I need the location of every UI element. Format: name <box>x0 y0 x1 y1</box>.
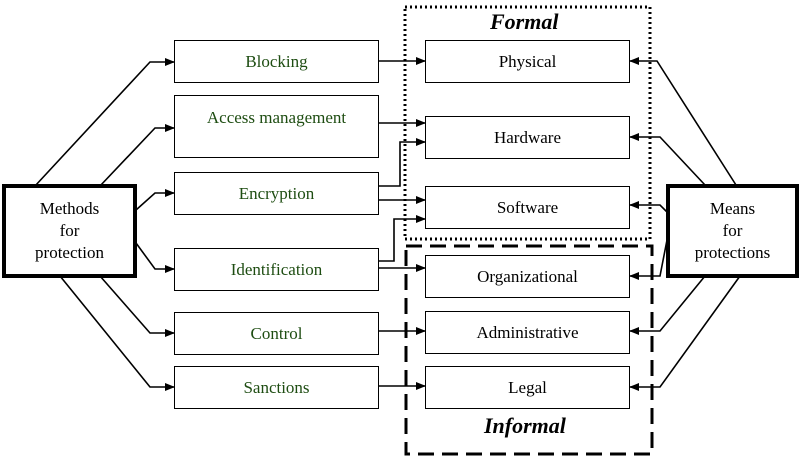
rhub-to-administrative-arrow <box>629 275 706 335</box>
hub-to-blocking-arrow <box>34 58 175 187</box>
formal-group-label: Formal <box>490 9 559 34</box>
right-hub-line3: protections <box>694 243 771 262</box>
hub-to-control-arrow <box>99 275 175 337</box>
means-physical: Physical <box>425 40 630 83</box>
methods-for-protection-box: Methods for protection <box>2 184 137 278</box>
means-for-protections-box: Means for protections <box>666 184 799 278</box>
identification-to-software-arrow <box>379 215 426 262</box>
left-hub-line1: Methods <box>39 199 100 218</box>
rhub-to-software-arrow <box>629 201 668 213</box>
hub-to-sanctions-arrow <box>59 275 175 391</box>
rhub-to-hardware-arrow <box>629 133 706 186</box>
right-hub-line1: Means <box>709 199 756 218</box>
hub-to-encryption-arrow <box>135 189 175 211</box>
method-control: Control <box>174 312 379 355</box>
means-hardware: Hardware <box>425 116 630 159</box>
rhub-to-legal-arrow <box>629 275 741 391</box>
means-administrative: Administrative <box>425 311 630 354</box>
left-hub-line3: protection <box>35 243 104 262</box>
informal-group-label: Informal <box>484 413 566 438</box>
hub-to-identification-arrow <box>135 242 175 273</box>
hub-to-access-arrow <box>99 124 175 187</box>
means-organizational: Organizational <box>425 255 630 298</box>
means-software: Software <box>425 186 630 229</box>
formal-group-frame <box>403 5 652 241</box>
means-legal: Legal <box>425 366 630 409</box>
rhub-to-organizational-arrow <box>629 239 668 280</box>
informal-group-frame <box>404 244 654 456</box>
left-hub-line2: for <box>59 221 80 240</box>
method-access-management: Access management <box>174 95 379 158</box>
encryption-to-hardware-arrow <box>379 138 426 187</box>
method-blocking: Blocking <box>174 40 379 83</box>
right-hub-line2: for <box>722 221 743 240</box>
method-sanctions: Sanctions <box>174 366 379 409</box>
rhub-to-physical-arrow <box>629 57 737 186</box>
method-identification: Identification <box>174 248 379 291</box>
method-encryption: Encryption <box>174 172 379 215</box>
